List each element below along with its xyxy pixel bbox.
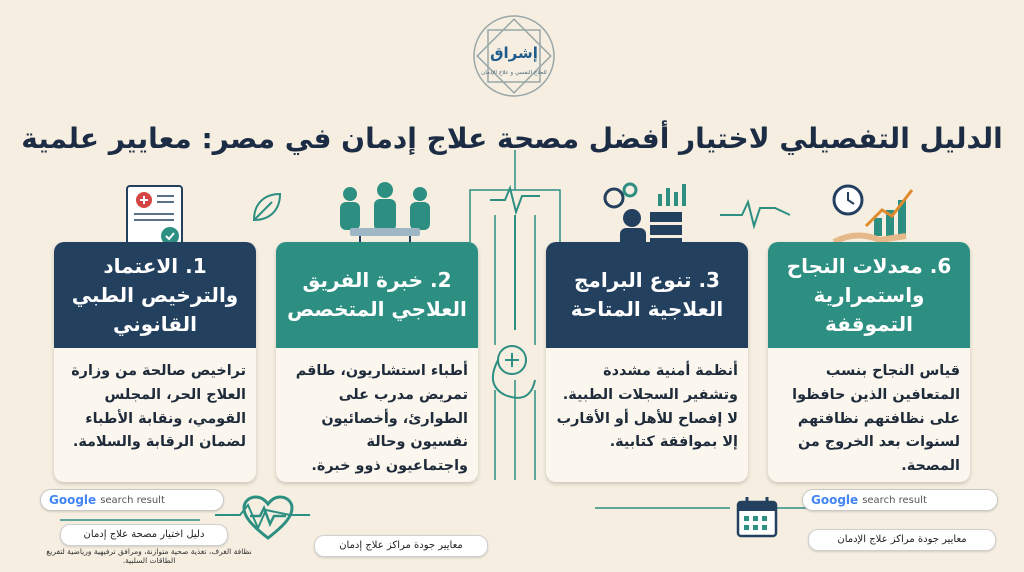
calendar-icon <box>736 497 778 538</box>
card-heading: 3. تنوع البرامج العلاجية المتاحة <box>546 242 748 348</box>
card-body: قياس النجاح بنسب المتعافين الذين حافظوا … <box>792 363 960 475</box>
page-title: الدليل التفصيلي لاختيار أفضل مصحة علاج إ… <box>21 122 1003 155</box>
card-programs: 3. تنوع البرامج العلاجية المتاحة أنظمة أ… <box>546 242 748 482</box>
logo-emblem <box>473 15 555 97</box>
card-body: أطباء استشاريون، طاقم تمريض مدرب على الط… <box>295 363 468 475</box>
card-team: 2. خبرة الفريق العلاجي المتخصص أطباء است… <box>276 242 478 482</box>
card-body: تراخيص صالحة من وزارة العلاج الحر، المجل… <box>71 363 246 451</box>
google-logo: Google <box>49 493 97 507</box>
card-success-rates: 6. معدلات النجاح واستمرارية التموقفة قيا… <box>768 242 970 482</box>
heart-pulse-icon <box>242 495 294 540</box>
search-bar-right[interactable]: Google search result <box>802 489 998 511</box>
search-text: search result <box>100 494 165 506</box>
search-bar-left[interactable]: Google search result <box>40 489 224 511</box>
search-text: search result <box>862 494 927 506</box>
leaf-icon <box>252 192 282 222</box>
keyword-pill[interactable]: دليل اختيار مصحة علاج إدمان <box>60 524 228 546</box>
logo-tagline: للعلاج النفسي و علاج الإدمان <box>481 70 547 76</box>
card-accreditation: 1. الاعتماد والترخيص الطبي القانوني تراخ… <box>54 242 256 482</box>
keyword-pill[interactable]: معايير جودة مراكز علاج إدمان <box>314 535 488 557</box>
medical-team-icon <box>340 182 430 248</box>
card-heading: 1. الاعتماد والترخيص الطبي القانوني <box>54 242 256 348</box>
growth-chart-icon <box>832 184 914 245</box>
card-heading: 2. خبرة الفريق العلاجي المتخصص <box>276 242 478 348</box>
google-logo: Google <box>811 493 859 507</box>
logo-name: إشراق <box>490 44 538 62</box>
card-heading: 6. معدلات النجاح واستمرارية التموقفة <box>768 242 970 348</box>
facilities-note: نظافة الغرف، تغذية صحية متوازنة، ومرافق … <box>46 547 252 566</box>
card-body: أنظمة أمنية مشددة وتشفير السجلات الطبية.… <box>556 363 738 451</box>
keyword-pill[interactable]: معايير جودة مراكز علاج الإدمان <box>808 529 996 551</box>
